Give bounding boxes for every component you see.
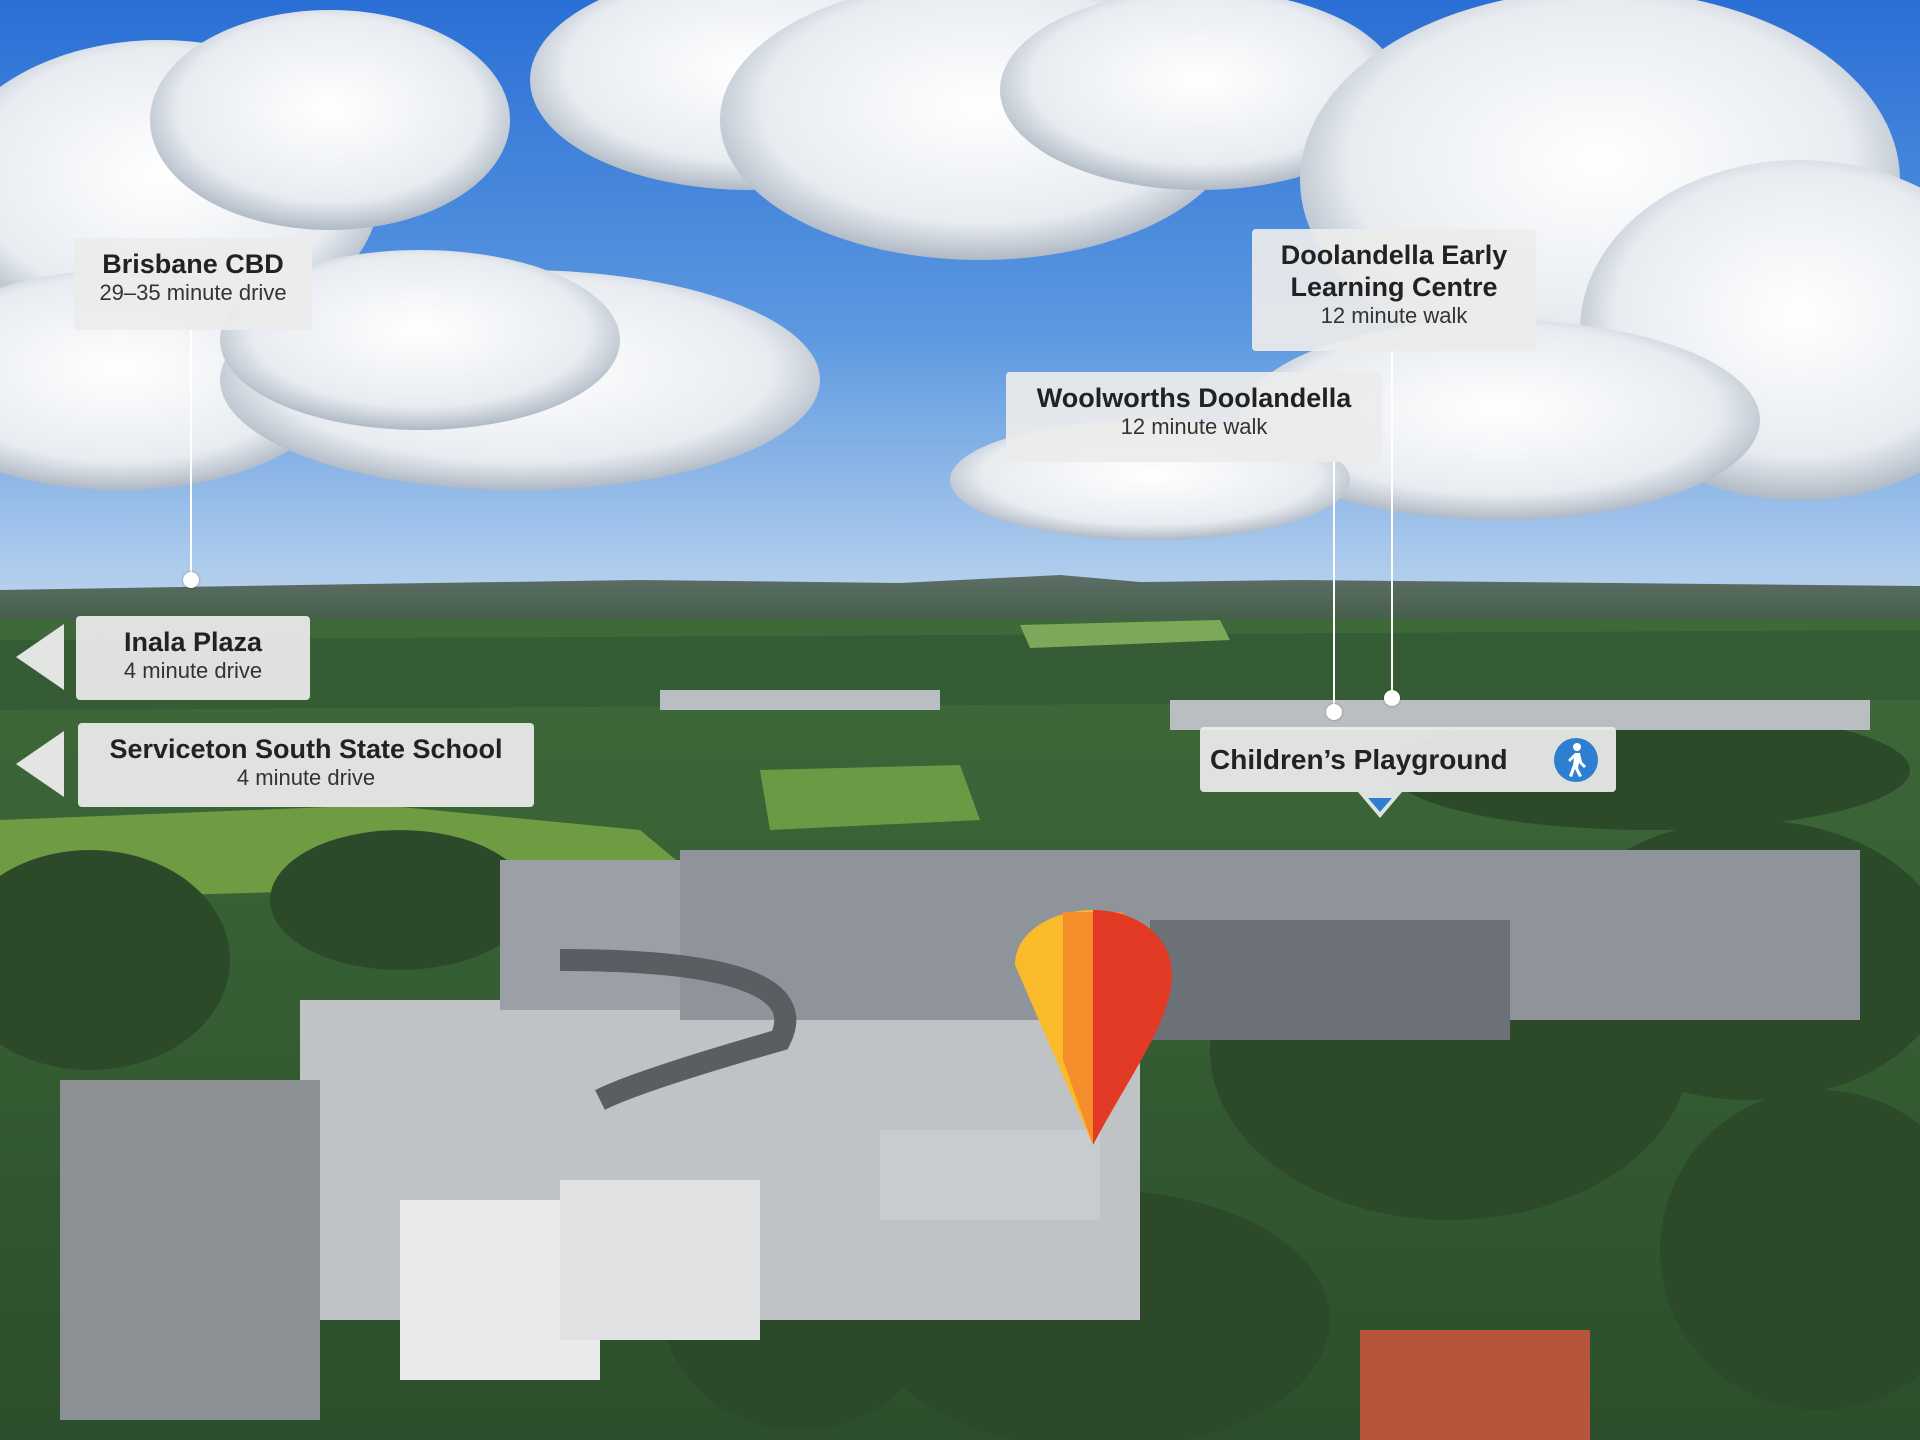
- label-subtitle: 4 minute drive: [123, 658, 263, 683]
- left-arrow-icon: [16, 731, 64, 797]
- label-title: Inala Plaza: [123, 627, 263, 657]
- cbd-leader-line: [190, 330, 192, 580]
- label-subtitle: 29–35 minute drive: [99, 280, 287, 305]
- playground-label: Children’s Playground: [1200, 727, 1616, 792]
- location-pin-icon: [1015, 910, 1172, 1145]
- label-subtitle: 4 minute drive: [236, 765, 376, 790]
- label-title: Serviceton South State School: [109, 734, 503, 764]
- woolworths-label: Woolworths Doolandella 12 minute walk: [1006, 372, 1382, 462]
- label-subtitle: 12 minute walk: [1120, 414, 1268, 439]
- label-title-line2: Learning Centre: [1290, 272, 1498, 302]
- left-arrow-icon: [16, 624, 64, 690]
- woolworths-marker-dot: [1326, 704, 1342, 720]
- label-title: Woolworths Doolandella: [1036, 383, 1352, 413]
- early-learning-label: Doolandella Early Learning Centre 12 min…: [1252, 229, 1536, 351]
- brisbane-cbd-label: Brisbane CBD 29–35 minute drive: [74, 238, 312, 330]
- label-subtitle: 12 minute walk: [1320, 303, 1468, 328]
- early-learning-marker-dot: [1384, 690, 1400, 706]
- woolworths-leader-line: [1333, 462, 1335, 712]
- label-title: Children’s Playground: [1210, 744, 1508, 775]
- cbd-marker-dot: [183, 572, 199, 588]
- inala-plaza-label: Inala Plaza 4 minute drive: [76, 616, 310, 700]
- walking-person-icon: [1554, 738, 1598, 782]
- label-title: Brisbane CBD: [102, 249, 284, 279]
- early-learning-leader-line: [1391, 351, 1393, 695]
- label-title-line1: Doolandella Early: [1280, 240, 1508, 270]
- playground-pointer-icon: [1358, 792, 1402, 818]
- school-label: Serviceton South State School 4 minute d…: [78, 723, 534, 807]
